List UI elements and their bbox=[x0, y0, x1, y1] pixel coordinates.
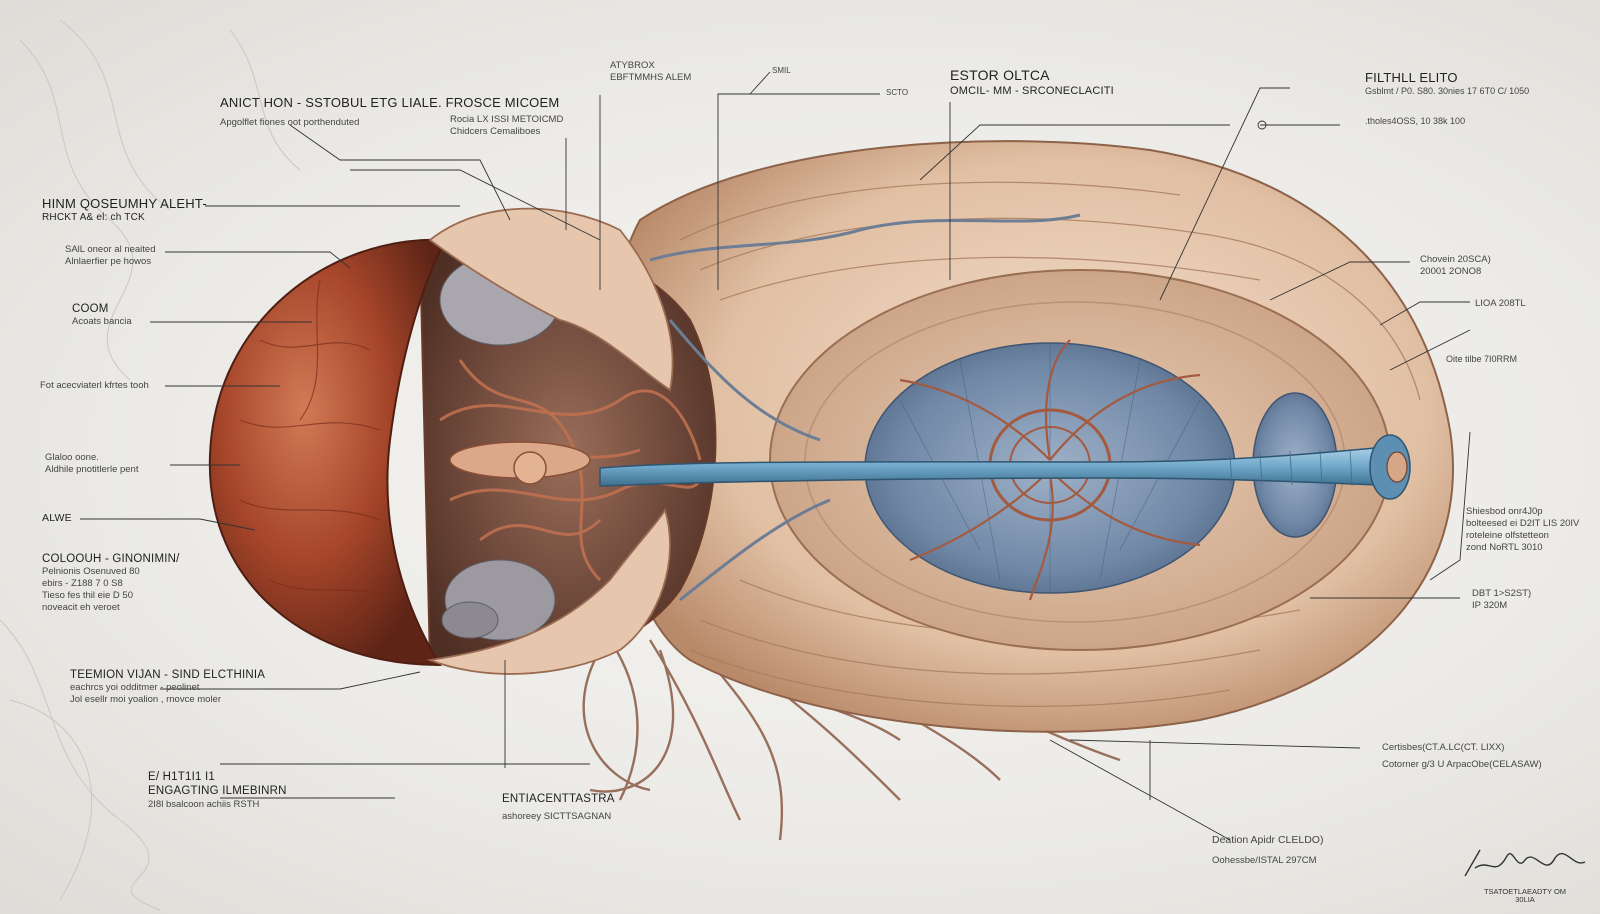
label-line: Apgolflet fiones oot porthenduted bbox=[220, 117, 360, 129]
label-alwe: ALWE bbox=[42, 512, 72, 525]
lower-flap bbox=[426, 507, 671, 675]
signature-caption: TSATOETLAEADTY OM 30LIA bbox=[1465, 887, 1585, 905]
label-engating: E/ H1T1I1 I1 ENGAGTING ILMEBINRN 2I8l bs… bbox=[148, 770, 287, 811]
label-line: SMIL bbox=[772, 66, 791, 75]
label-line: Cotorner g/3 U ArpacObe(CELASAW) bbox=[1382, 758, 1542, 770]
label-line: noveacit eh veroet bbox=[42, 602, 120, 613]
label-line: ESTOR OLTCA bbox=[950, 67, 1050, 83]
label-line: Oohessbe/ISTAL 297CM bbox=[1212, 855, 1317, 867]
label-line: ANICT HON - SSTOBUL ETG LIALE. FROSCE MI… bbox=[220, 95, 560, 110]
label-line: COLOOUH - GINONIMIN/ bbox=[42, 553, 180, 565]
label-line: Shiesbod onr4J0p bbox=[1466, 506, 1543, 517]
label-line: E/ H1T1I1 I1 bbox=[148, 771, 215, 783]
label-certisbes: Certisbes(CT.A.LC(CT. LIXX) Cotorner g/3… bbox=[1382, 742, 1542, 771]
label-dbt: DBT 1>S2ST) IP 320M bbox=[1472, 588, 1531, 612]
label-roca: Rocia LX ISSI METOICMD Chidcers Cemalibo… bbox=[450, 114, 563, 138]
signature-line: 30LIA bbox=[1515, 895, 1535, 905]
label-line: ATYBROX bbox=[610, 60, 655, 71]
label-smil: SMIL bbox=[772, 66, 791, 76]
label-line: Acoats bancia bbox=[72, 316, 132, 328]
label-filthl: FILTHLL ELITO Gsblmt / P0. S80. 30nies 1… bbox=[1365, 70, 1529, 98]
label-line: ashoreey SICTTSAGNAN bbox=[502, 811, 612, 823]
sketch-background bbox=[0, 19, 301, 911]
label-line: IP 320M bbox=[1472, 599, 1508, 611]
label-line: FILTHLL ELITO bbox=[1365, 70, 1458, 85]
label-tholes: .tholes4OSS, 10 38k 100 bbox=[1365, 116, 1465, 127]
label-coom: COOM Acoats bancia bbox=[72, 302, 132, 328]
label-line: Aldhile pnotitlerle pent bbox=[45, 463, 139, 475]
label-lioa: LIOA 208TL bbox=[1475, 298, 1526, 310]
label-line: Tieso fes thil eie D 50 bbox=[42, 590, 133, 602]
label-shiesbod: Shiesbod onr4J0p bolteesed ei D2IT LIS 2… bbox=[1466, 506, 1579, 554]
label-line: DBT 1>S2ST) bbox=[1472, 588, 1532, 599]
signature-line: TSATOETLAEADTY OM bbox=[1483, 887, 1567, 896]
label-line: Jol esellr moi yoalion , rnovce moler bbox=[70, 694, 222, 706]
red-cap bbox=[208, 238, 447, 667]
label-line: ALWE bbox=[42, 512, 72, 524]
label-line: .tholes4OSS, 10 38k 100 bbox=[1365, 116, 1466, 126]
label-line: 20001 2ONO8 bbox=[1420, 265, 1482, 277]
label-line: EBFTMMHS ALEM bbox=[610, 71, 692, 83]
label-line: Pelnionis Osenuved 80 bbox=[42, 566, 140, 578]
label-line: Chidcers Cemaliboes bbox=[450, 125, 541, 137]
label-line: TEEMION VIJAN - SIND ELCTHINIA bbox=[70, 669, 266, 681]
label-scto: SCTO bbox=[886, 88, 908, 98]
label-teemion: TEEMION VIJAN - SIND ELCTHINIA eachrcs y… bbox=[70, 668, 265, 706]
label-top-left-title: ANICT HON - SSTOBUL ETG LIALE. FROSCE MI… bbox=[220, 95, 559, 129]
label-chovein: Chovein 20SCA) 20001 2ONO8 bbox=[1420, 254, 1491, 278]
label-line: Rocia LX ISSI METOICMD bbox=[450, 114, 564, 125]
label-line: 2I8l bsalcoon achiis RSTH bbox=[148, 798, 260, 810]
leader-lines bbox=[80, 71, 1471, 841]
label-deation: Deation Apidr CLELDO) Oohessbe/ISTAL 297… bbox=[1212, 834, 1323, 867]
label-fot: Fot acecviaterl kfrtes tooh bbox=[40, 380, 149, 392]
label-sall: SAlL oneor al neaited Alnlaerfier pe how… bbox=[65, 244, 156, 268]
tube-rings bbox=[1229, 448, 1353, 487]
label-hinm: HINM QOSEUMHY ALEHT- RHCKT A& el: ch TCK bbox=[42, 196, 207, 225]
cavity-lobes bbox=[439, 254, 561, 641]
label-line: HINM QOSEUMHY ALEHT- bbox=[42, 196, 207, 211]
signature-mark-icon bbox=[1464, 849, 1586, 877]
label-line: Oite tilbe 7I0RRM bbox=[1446, 354, 1518, 364]
label-line: OMCIL- MM - SRCONECLACITI bbox=[950, 84, 1114, 97]
label-coloou: COLOOUH - GINONIMIN/ Pelnionis Osenuved … bbox=[42, 552, 180, 614]
label-line: zond NoRTL 3010 bbox=[1466, 541, 1543, 553]
label-atybrox: ATYBROX EBFTMMHS ALEM bbox=[610, 60, 691, 84]
label-oite: Oite tilbe 7I0RRM bbox=[1446, 354, 1517, 365]
upper-flap bbox=[428, 207, 674, 392]
label-line: Certisbes(CT.A.LC(CT. LIXX) bbox=[1382, 742, 1505, 753]
cap-veins bbox=[239, 279, 401, 601]
label-line: SAlL oneor al neaited bbox=[65, 244, 156, 255]
label-glaloo: Glaloo oone. Aldhile pnotitlerle pent bbox=[45, 452, 138, 476]
signature: TSATOETLAEADTY OM 30LIA bbox=[1455, 838, 1595, 908]
label-entiacent: ENTIACENTTASTRA ashoreey SICTTSAGNAN bbox=[502, 792, 615, 823]
label-line: LIOA 208TL bbox=[1475, 298, 1526, 309]
label-line: ENTIACENTTASTRA bbox=[502, 793, 615, 805]
label-line: RHCKT A& el: ch TCK bbox=[42, 212, 145, 224]
label-line: roteleine olfstetteon bbox=[1466, 529, 1549, 541]
label-line: Chovein 20SCA) bbox=[1420, 254, 1491, 265]
label-line: COOM bbox=[72, 303, 109, 315]
label-line: bolteesed ei D2IT LIS 20IV bbox=[1466, 517, 1580, 529]
label-line: ENGAGTING ILMEBINRN bbox=[148, 785, 287, 798]
label-line: Alnlaerfier pe howos bbox=[65, 255, 152, 267]
label-line: Fot acecviaterl kfrtes tooh bbox=[40, 380, 149, 391]
label-line: Gsblmt / P0. S80. 30nies 17 6T0 C/ 1050 bbox=[1365, 86, 1530, 97]
label-line: eachrcs yoi odditmer - peolinet bbox=[70, 682, 200, 694]
shell-ribs bbox=[679, 181, 1421, 707]
cavity-vessels bbox=[439, 359, 702, 582]
label-line: Deation Apidr CLELDO) bbox=[1212, 834, 1324, 846]
label-estor: ESTOR OLTCA OMCIL- MM - SRCONECLACITI bbox=[950, 67, 1114, 98]
label-line: ebirs - Z188 7 0 S8 bbox=[42, 578, 123, 590]
label-line: Glaloo oone. bbox=[45, 452, 99, 463]
label-line: SCTO bbox=[886, 88, 909, 97]
